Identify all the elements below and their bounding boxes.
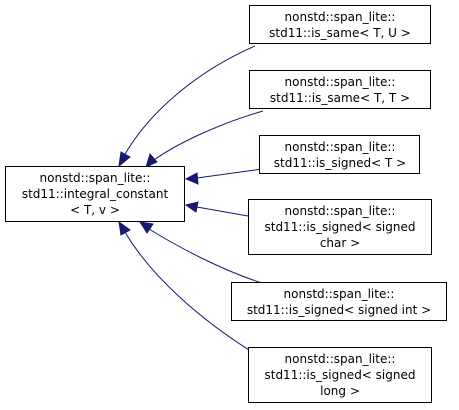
base-node-line-1: nonstd::span_lite:: <box>40 171 151 185</box>
derived-node-2-line-2: std11::is_same< T, T > <box>270 91 410 105</box>
edge-is-same-t-t <box>153 110 264 161</box>
derived-node-4-line-1: nonstd::span_lite:: <box>285 204 396 218</box>
edge-is-same-t-u <box>123 45 256 157</box>
derived-node-1-line-1: nonstd::span_lite:: <box>285 10 396 24</box>
edge-is-same-t-t-arrowhead <box>145 152 158 168</box>
edge-is-signed-t <box>196 168 263 179</box>
derived-node-4-line-3: char > <box>320 236 360 250</box>
base-node-line-3: < T, v > <box>70 203 120 217</box>
derived-node-is-signed-int[interactable]: nonstd::span_lite:: std11::is_signed< si… <box>231 282 447 321</box>
derived-node-is-signed-t[interactable]: nonstd::span_lite:: std11::is_signed< T … <box>259 135 420 174</box>
derived-node-3-line-1: nonstd::span_lite:: <box>285 140 396 154</box>
derived-node-5-line-2: std11::is_signed< signed int > <box>247 303 431 317</box>
edge-is-signed-char <box>196 206 249 217</box>
edge-is-signed-long-arrowhead <box>118 220 131 236</box>
derived-node-is-signed-long[interactable]: nonstd::span_lite:: std11::is_signed< si… <box>248 347 432 403</box>
edge-is-signed-int-arrowhead <box>138 221 154 234</box>
edge-is-signed-char-arrowhead <box>184 201 199 213</box>
base-node-integral-constant[interactable]: nonstd::span_lite:: std11::integral_cons… <box>5 166 185 222</box>
inheritance-edges <box>118 45 266 356</box>
base-node-line-2: std11::integral_constant <box>22 187 169 201</box>
derived-node-is-signed-char[interactable]: nonstd::span_lite:: std11::is_signed< si… <box>248 199 432 255</box>
derived-node-6-line-1: nonstd::span_lite:: <box>285 352 396 366</box>
derived-node-2-line-1: nonstd::span_lite:: <box>285 75 396 89</box>
derived-node-1-line-2: std11::is_same< T, U > <box>269 26 411 40</box>
derived-node-5-line-1: nonstd::span_lite:: <box>284 287 395 301</box>
derived-node-3-line-2: std11::is_signed< T > <box>274 156 406 170</box>
derived-node-6-line-2: std11::is_signed< signed <box>264 368 415 382</box>
edge-is-signed-t-arrowhead <box>184 172 199 185</box>
derived-node-is-same-t-t[interactable]: nonstd::span_lite:: std11::is_same< T, T… <box>249 70 431 109</box>
edge-is-same-t-u-arrowhead <box>118 151 131 168</box>
edge-is-signed-int <box>148 228 266 285</box>
edge-is-signed-long <box>124 231 258 356</box>
derived-node-6-line-3: long > <box>320 384 360 398</box>
derived-node-is-same-t-u[interactable]: nonstd::span_lite:: std11::is_same< T, U… <box>249 5 431 44</box>
derived-node-4-line-2: std11::is_signed< signed <box>264 220 415 234</box>
